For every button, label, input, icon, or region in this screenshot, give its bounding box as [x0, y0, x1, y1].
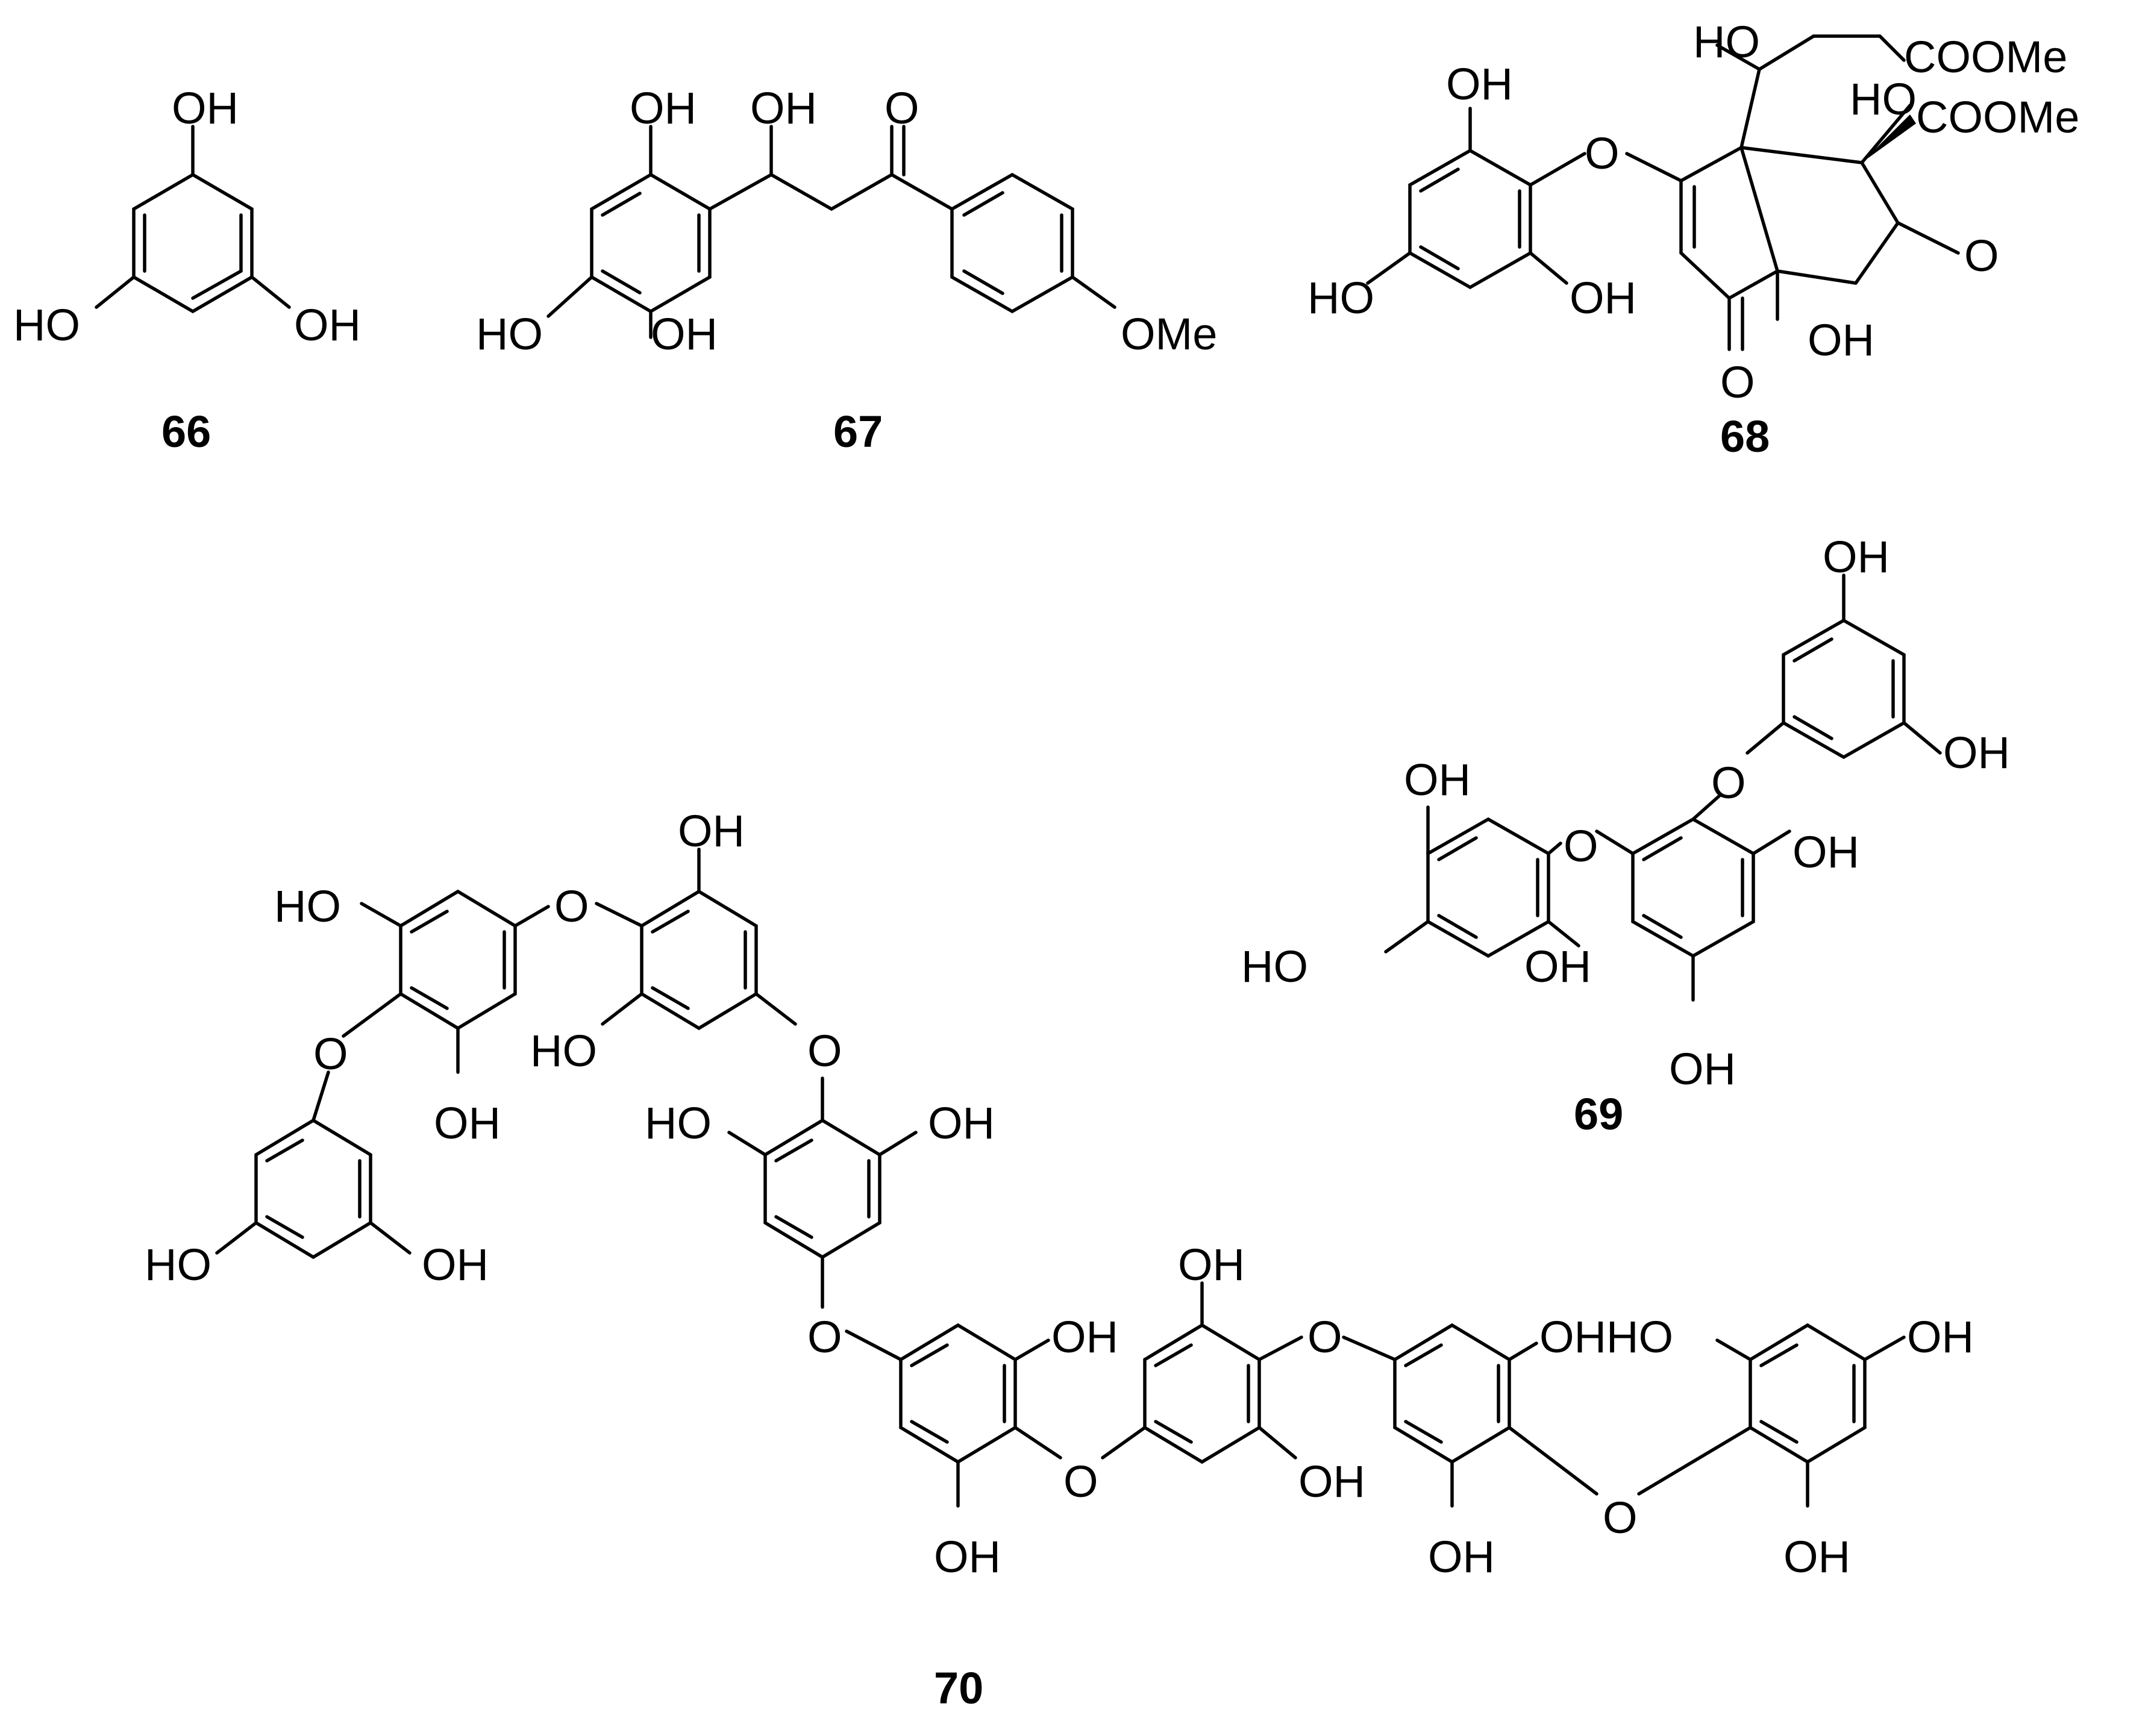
compound-68-ketone-o: O: [1964, 231, 1999, 281]
compound-70-ohho: OHHO: [1539, 1312, 1673, 1362]
compound-70-oh-4: OH: [422, 1240, 489, 1290]
compound-69-number: 69: [1574, 1089, 1623, 1139]
compound-70-o-7: O: [1603, 1493, 1638, 1543]
compound-68-coome-2: COOMe: [1916, 92, 2079, 142]
compound-69-oh-4: OH: [1792, 827, 1859, 877]
compound-68-oh-b: OH: [1570, 273, 1636, 323]
compound-66-oh-right: OH: [294, 300, 361, 350]
compound-70-o-3: O: [807, 1026, 842, 1076]
compound-66: OH HO OH 66: [13, 83, 361, 457]
compound-68-number: 68: [1720, 411, 1770, 461]
compound-67-oh-a: OH: [630, 83, 697, 133]
compound-68: OH HO COOMe HO COOMe O O HO OH O OH 68: [1307, 17, 2079, 461]
compound-67-oh-b: OH: [750, 83, 817, 133]
compound-67-number: 67: [833, 407, 883, 457]
compound-68-ho-left: HO: [1307, 273, 1374, 323]
compound-70-o-1: O: [554, 881, 589, 931]
compound-69-o-1: O: [1711, 758, 1746, 808]
compound-69: OH O OH OH O OH HO OH OH 69: [1241, 532, 2010, 1139]
compound-67-ketone-o: O: [885, 83, 919, 133]
compound-69-ho-1: HO: [1241, 941, 1308, 991]
compound-70-oh-2: OH: [434, 1098, 501, 1148]
compound-67-oh-c: OH: [651, 309, 718, 359]
compound-70-o-6: O: [1063, 1457, 1098, 1507]
compound-67: OH OH O HO OH OMe 67: [476, 83, 1217, 457]
compound-70: OH HO O O HO O OH HO OH HO OH OH O OH O …: [145, 806, 1974, 1713]
compound-68-ho-mid: HO: [1850, 74, 1917, 124]
compound-67-ome: OMe: [1121, 309, 1217, 359]
compound-70-o-5: O: [1307, 1312, 1342, 1362]
compound-68-oh-a: OH: [1446, 59, 1513, 109]
compound-70-oh-6: OH: [1051, 1312, 1118, 1362]
compound-69-oh-5: OH: [1524, 941, 1591, 991]
compound-68-ether-o: O: [1585, 128, 1620, 178]
compound-68-oh-c: OH: [1808, 315, 1874, 365]
compound-70-ho-1: HO: [274, 881, 341, 931]
compound-66-bonds: [95, 125, 291, 314]
compound-70-ho-4: HO: [145, 1240, 211, 1290]
compound-69-oh-3: OH: [1404, 755, 1471, 805]
compound-68-wedge-bond: [1862, 114, 1916, 163]
compound-70-bonds: [215, 848, 1906, 1508]
compound-70-oh-7: OH: [1907, 1312, 1974, 1362]
compound-69-oh-1: OH: [1823, 532, 1890, 582]
compound-70-oh-9: OH: [934, 1532, 1001, 1582]
compound-70-oh-10: OH: [1428, 1532, 1495, 1582]
compound-66-oh-top: OH: [172, 83, 239, 133]
compound-70-ho-2: HO: [530, 1026, 597, 1076]
compound-68-bonds: [1366, 34, 1960, 351]
compound-66-ho-left: HO: [13, 300, 80, 350]
compound-70-number: 70: [934, 1663, 983, 1713]
compound-68-ho-top: HO: [1693, 17, 1760, 67]
compound-70-oh-5: OH: [1178, 1240, 1245, 1290]
compound-67-bonds: [546, 125, 1116, 339]
compound-68-enone-o: O: [1720, 357, 1755, 407]
compound-70-o-4: O: [807, 1312, 842, 1362]
compound-70-ho-3: HO: [645, 1098, 712, 1148]
compound-69-oh-2: OH: [1943, 728, 2010, 778]
compound-70-oh-1: OH: [678, 806, 745, 856]
compound-69-bonds: [1384, 573, 1942, 1002]
compound-66-number: 66: [161, 407, 211, 457]
compound-69-o-2: O: [1564, 821, 1598, 871]
compound-69-oh-6: OH: [1669, 1044, 1736, 1094]
compound-70-oh-8: OH: [1298, 1457, 1365, 1507]
compound-67-ho-left: HO: [476, 309, 543, 359]
compound-68-coome-1: COOMe: [1904, 32, 2067, 82]
compound-70-oh-3: OH: [928, 1098, 995, 1148]
compound-70-oh-11: OH: [1783, 1532, 1850, 1582]
compound-70-o-2: O: [313, 1029, 348, 1079]
